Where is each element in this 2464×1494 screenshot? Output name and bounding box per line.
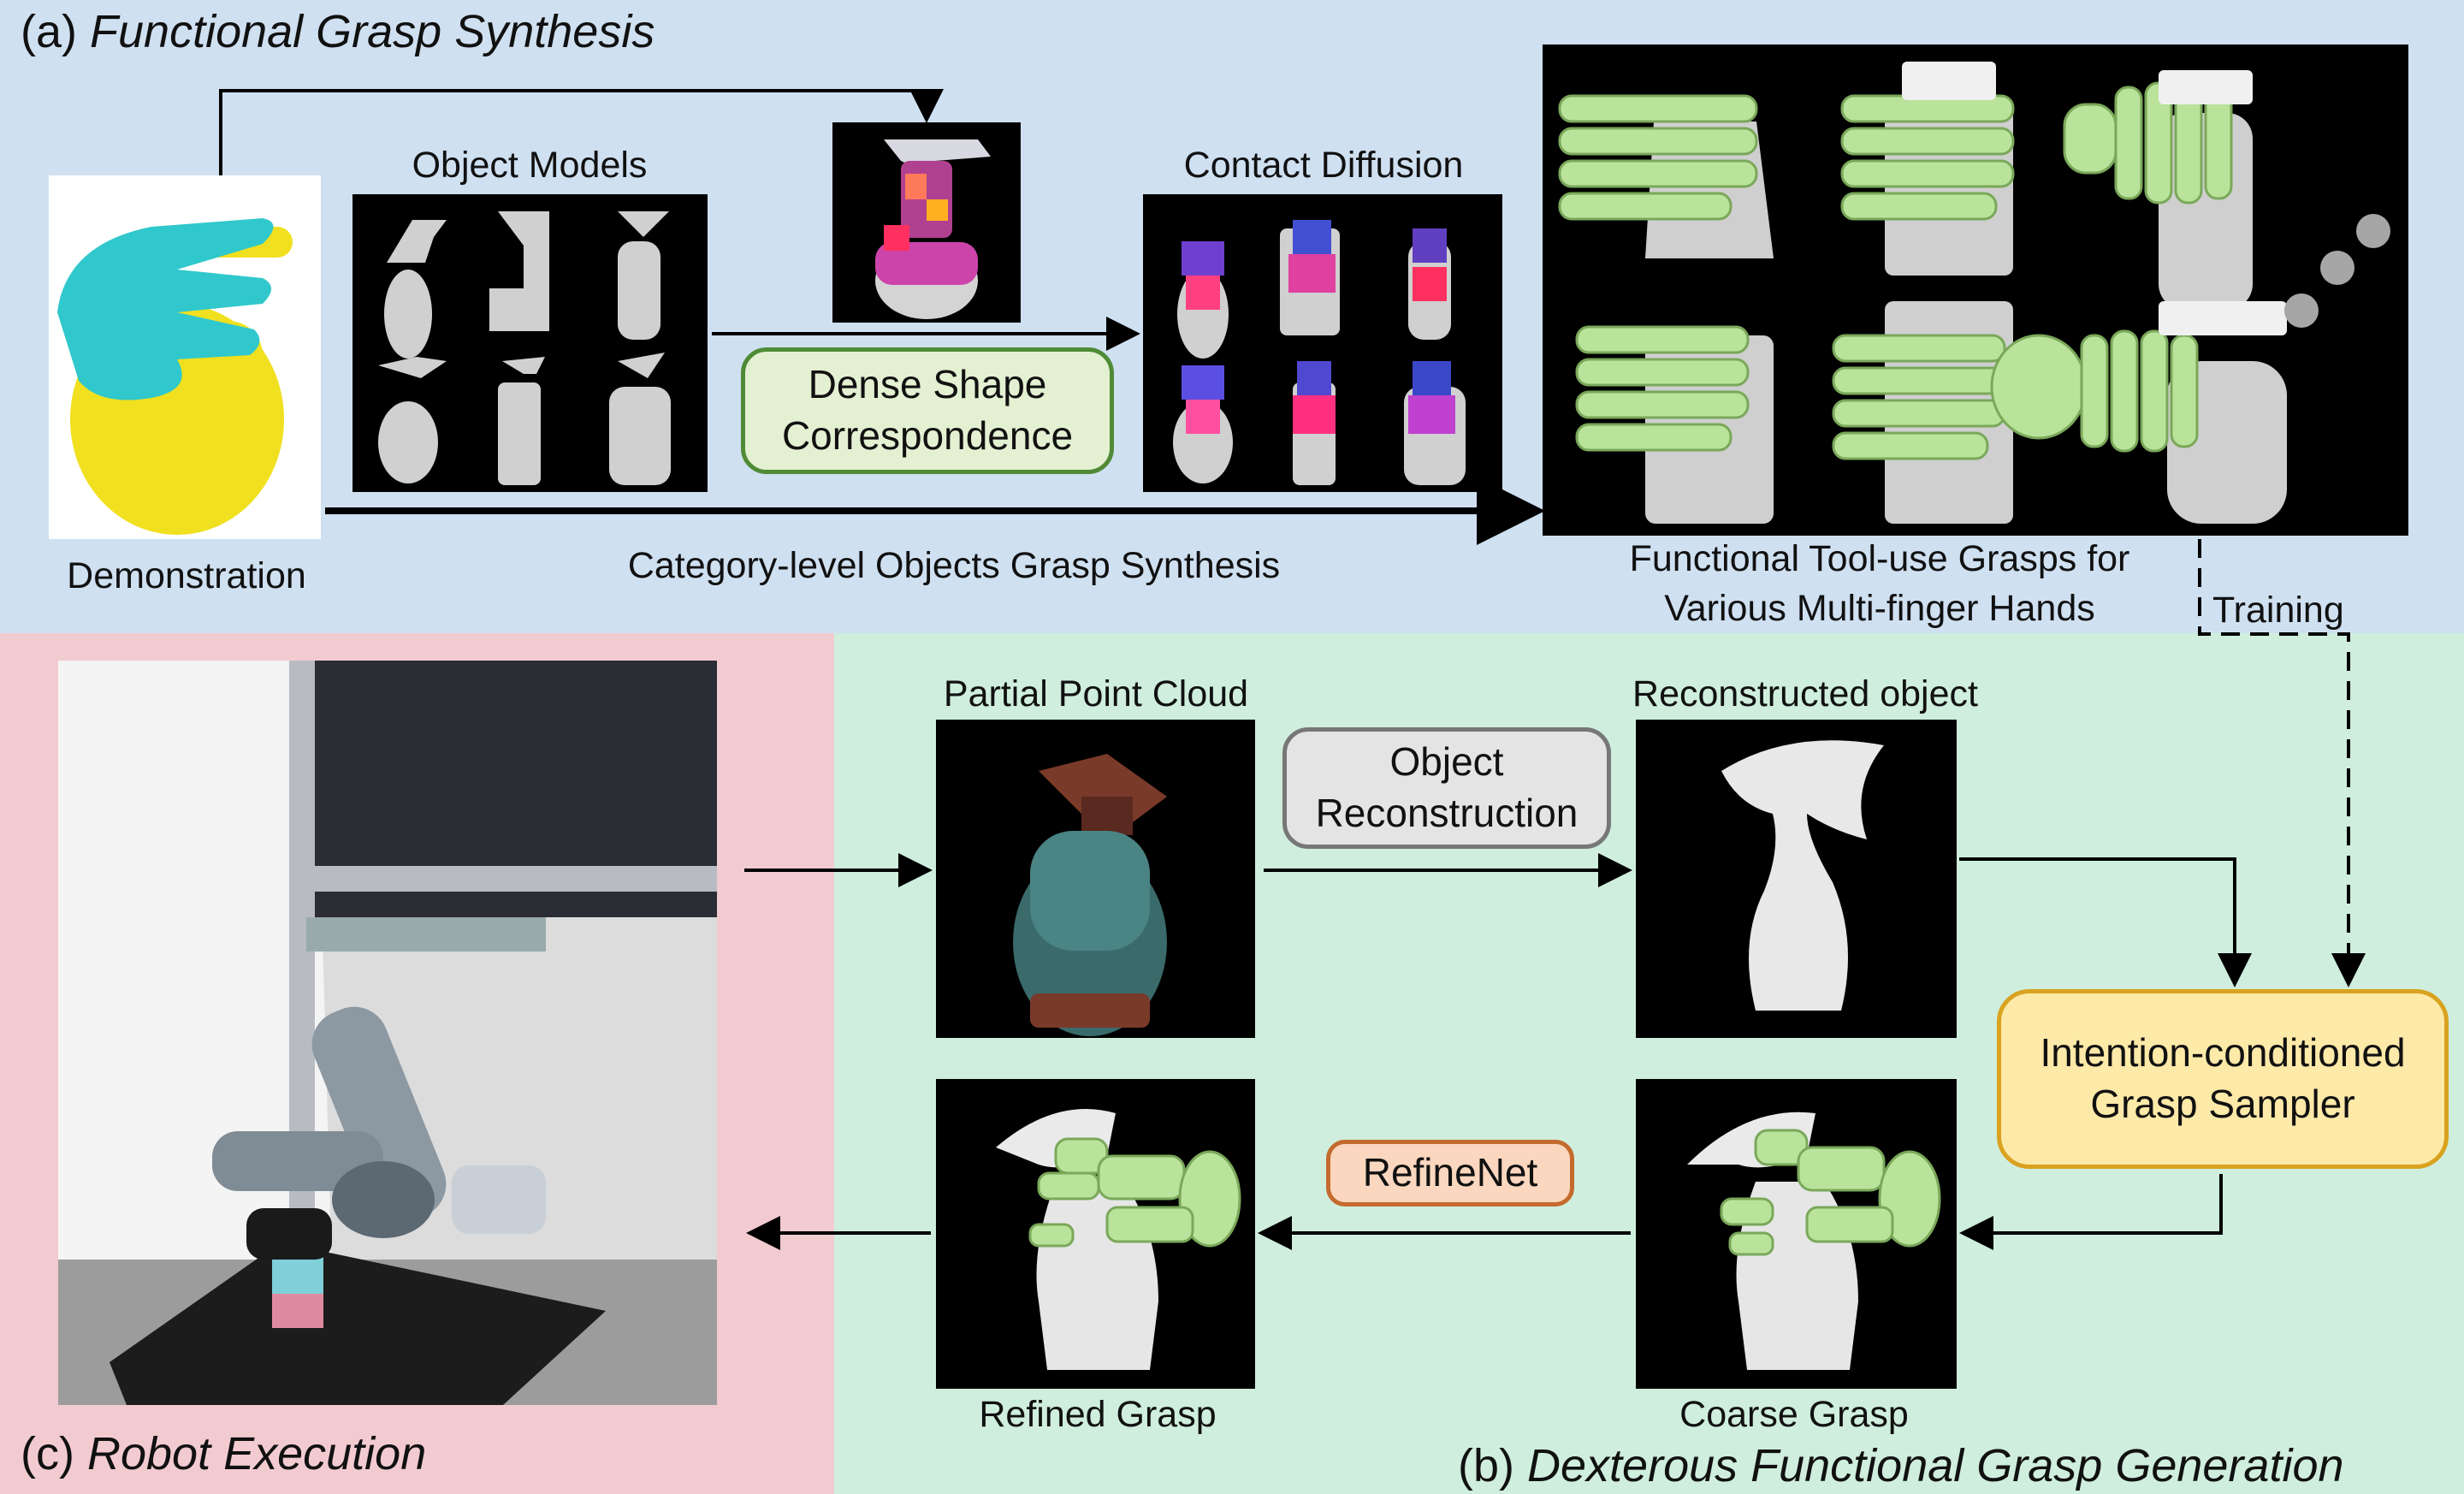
demonstration-image (49, 175, 321, 539)
reconstructed-object-panel (1636, 720, 1957, 1038)
training-label: Training (2212, 590, 2344, 631)
continuation-dot (2320, 251, 2354, 285)
partial-point-cloud-panel (936, 720, 1255, 1038)
contact-map-panel (832, 122, 1021, 323)
refined-grasp-panel (936, 1079, 1255, 1389)
category-level-label: Category-level Objects Grasp Synthesis (627, 545, 1281, 586)
contact-diffusion-label: Contact Diffusion (1183, 145, 1464, 186)
refinenet-box: RefineNet (1326, 1140, 1574, 1206)
reconstructed-object-label: Reconstructed object (1632, 673, 1978, 714)
section-c-title: (c) Robot Execution (21, 1428, 427, 1479)
section-a-title: (a) Functional Grasp Synthesis (21, 6, 655, 57)
coarse-grasp-panel (1636, 1079, 1957, 1389)
functional-grasps-label-line1: Functional Tool-use Grasps for (1629, 538, 2130, 579)
section-b-title: (b) Dexterous Functional Grasp Generatio… (1458, 1440, 2344, 1491)
demonstration-label: Demonstration (67, 555, 306, 596)
arrow-sampler-to-coarse (1959, 1174, 2223, 1250)
robot-execution-photo (58, 661, 717, 1405)
contact-diffusion-panel (1143, 194, 1502, 492)
object-models-panel (352, 194, 708, 492)
continuation-dot (2356, 214, 2390, 248)
coarse-grasp-label: Coarse Grasp (1679, 1394, 1909, 1435)
arrow-demo-to-contact (219, 89, 944, 175)
arrow-recon-to-sampler (1959, 857, 2252, 987)
functional-grasps-panel (1543, 44, 2408, 536)
arrow-training-dashed (2198, 539, 2366, 987)
partial-point-cloud-label: Partial Point Cloud (943, 673, 1249, 714)
refined-grasp-label: Refined Grasp (979, 1394, 1217, 1435)
functional-grasps-label-line2: Various Multi-finger Hands (1664, 588, 2095, 629)
object-models-label: Object Models (412, 145, 648, 186)
continuation-dot (2284, 293, 2319, 328)
